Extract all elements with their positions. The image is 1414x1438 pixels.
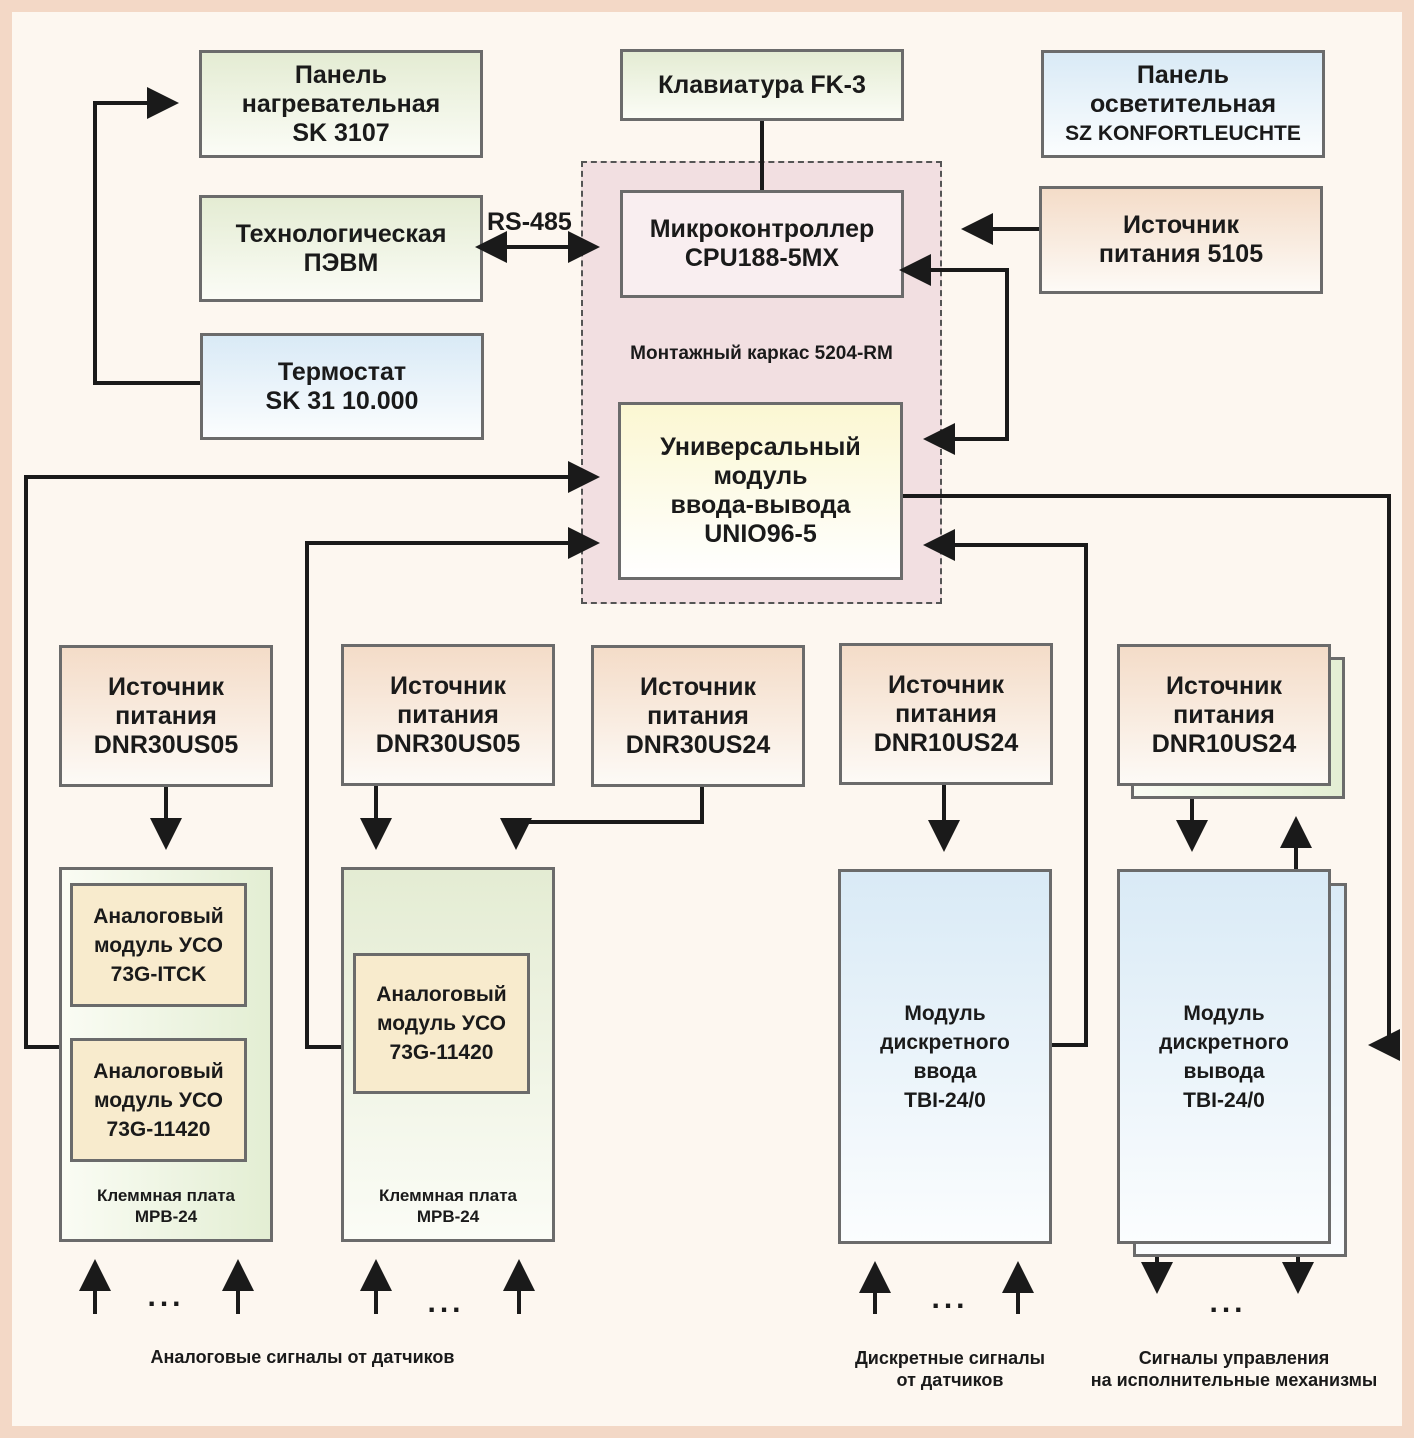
discrete-output-line-1: Модуль xyxy=(1183,1001,1265,1025)
lighting-panel-box: Панель осветительная SZ KONFORTLEUCHTE xyxy=(1041,50,1325,158)
discrete-output-line-2: дискретного xyxy=(1159,1030,1289,1054)
psu-3-box: Источник питания DNR30US24 xyxy=(591,645,805,787)
psu-2-line-2: питания xyxy=(397,700,499,729)
psu-2-line-3: DNR30US05 xyxy=(375,729,521,758)
heating-panel-box: Панель нагревательная SK 3107 xyxy=(199,50,483,158)
psu-1-line-3: DNR30US05 xyxy=(93,730,239,759)
analog-module-2-line-2: модуль УСО xyxy=(94,1088,223,1112)
io-module-line-1: Универсальный xyxy=(660,433,861,461)
discrete-input-line-2: дискретного xyxy=(880,1030,1010,1054)
psu-1-box: Источник питания DNR30US05 xyxy=(59,645,273,787)
discrete-input-line-1: Модуль xyxy=(904,1001,986,1025)
analog-module-2: Аналоговый модуль УСО 73G-11420 xyxy=(70,1038,247,1162)
psu-4-box: Источник питания DNR10US24 xyxy=(839,643,1053,785)
microcontroller-line-2: CPU188-5MX xyxy=(684,244,840,272)
psu-1-line-2: питания xyxy=(115,701,217,730)
analog-module-3-line-3: 73G-11420 xyxy=(389,1041,494,1064)
analog-module-3-line-1: Аналоговый xyxy=(376,983,507,1006)
discrete-input-line-4: TBI-24/0 xyxy=(904,1088,986,1112)
psu-5105-line-2: питания 5105 xyxy=(1098,240,1264,268)
psu-2-box: Источник питания DNR30US05 xyxy=(341,644,555,786)
dots-1: ... xyxy=(147,1280,185,1313)
psu-5105-box: Источник питания 5105 xyxy=(1039,186,1323,294)
lighting-panel-line-3: SZ KONFORTLEUCHTE xyxy=(1065,121,1301,145)
psu-1-line-1: Источник xyxy=(108,672,224,701)
io-module-line-2: модуль xyxy=(713,462,808,490)
analog-module-2-line-1: Аналоговый xyxy=(93,1059,224,1083)
psu-5-box: Источник питания DNR10US24 xyxy=(1117,644,1331,786)
psu-4-line-1: Источник xyxy=(888,670,1004,699)
microcontroller-box: Микроконтроллер CPU188-5MX xyxy=(620,190,904,298)
dots-2: ... xyxy=(427,1286,465,1319)
terminal-board-2-line-2: MPB-24 xyxy=(416,1207,480,1226)
psu-3-line-3: DNR30US24 xyxy=(625,730,771,759)
keyboard-label: Клавиатура FK-3 xyxy=(658,70,866,99)
analog-module-3: Аналоговый модуль УСО 73G-11420 xyxy=(353,953,530,1094)
terminal-board-1-line-1: Клеммная плата xyxy=(96,1186,235,1205)
analog-signals-label: Аналоговые сигналы от датчиков xyxy=(150,1347,455,1367)
discrete-input-line-3: ввода xyxy=(913,1059,977,1083)
terminal-board-1-line-2: MPB-24 xyxy=(134,1207,198,1226)
rack-label: Монтажный каркас 5204-RM xyxy=(630,343,893,364)
control-signals-label: Сигналы управления на исполнительные мех… xyxy=(1074,1347,1394,1391)
psu-5-line-3: DNR10US24 xyxy=(1151,729,1297,758)
psu-5-line-2: питания xyxy=(1173,700,1275,729)
analog-module-1: Аналоговый модуль УСО 73G-ITCK xyxy=(70,883,247,1007)
psu-5-line-1: Источник xyxy=(1166,671,1282,700)
psu-3-line-2: питания xyxy=(647,701,749,730)
discrete-output-line-3: вывода xyxy=(1183,1059,1265,1083)
analog-module-2-line-3: 73G-11420 xyxy=(106,1117,211,1141)
control-signals-line-1: Сигналы управления xyxy=(1138,1348,1330,1368)
control-signals-line-2: на исполнительные механизмы xyxy=(1090,1370,1378,1390)
psu-3-line-1: Источник xyxy=(640,672,756,701)
heating-panel-line-2: нагревательная xyxy=(241,89,441,118)
discrete-signals-line-1: Дискретные сигналы xyxy=(854,1348,1045,1368)
dots-3: ... xyxy=(931,1282,969,1315)
psu-2-line-1: Источник xyxy=(390,671,506,700)
analog-module-3-line-2: модуль УСО xyxy=(377,1012,506,1035)
analog-module-1-line-2: модуль УСО xyxy=(94,933,223,957)
thermostat-line-1: Термостат xyxy=(277,357,407,386)
analog-module-1-line-1: Аналоговый xyxy=(93,904,224,928)
keyboard-box: Клавиатура FK-3 xyxy=(620,49,904,121)
discrete-input-module: Модуль дискретного ввода TBI-24/0 xyxy=(838,869,1052,1244)
dots-4: ... xyxy=(1209,1286,1247,1319)
io-module-line-3: ввода-вывода xyxy=(670,491,851,519)
psu-4-line-3: DNR10US24 xyxy=(873,728,1019,757)
analog-module-1-line-3: 73G-ITCK xyxy=(110,962,207,986)
io-module-box: Универсальный модуль ввода-вывода UNIO96… xyxy=(618,402,903,580)
discrete-output-module: Модуль дискретного вывода TBI-24/0 xyxy=(1117,869,1331,1244)
microcontroller-line-1: Микроконтроллер xyxy=(649,215,875,243)
terminal-board-2-line-1: Клеммная плата xyxy=(378,1186,517,1205)
rs485-label: RS-485 xyxy=(487,208,572,236)
tech-pc-box: Технологическая ПЭВМ xyxy=(199,195,483,302)
psu-4-line-2: питания xyxy=(895,699,997,728)
lighting-panel-line-1: Панель xyxy=(1136,60,1230,89)
heating-panel-line-3: SK 3107 xyxy=(292,118,390,147)
lighting-panel-line-2: осветительная xyxy=(1089,89,1277,118)
discrete-signals-label: Дискретные сигналы от датчиков xyxy=(830,1347,1070,1391)
psu-5105-line-1: Источник xyxy=(1123,211,1239,239)
discrete-signals-line-2: от датчиков xyxy=(896,1370,1004,1390)
heating-panel-line-1: Панель xyxy=(294,60,388,89)
tech-pc-line-1: Технологическая xyxy=(235,219,447,248)
discrete-output-line-4: TBI-24/0 xyxy=(1183,1088,1265,1112)
thermostat-box: Термостат SK 31 10.000 xyxy=(200,333,484,440)
io-module-line-4: UNIO96-5 xyxy=(704,520,817,548)
tech-pc-line-2: ПЭВМ xyxy=(303,248,379,277)
thermostat-line-2: SK 31 10.000 xyxy=(265,386,419,415)
